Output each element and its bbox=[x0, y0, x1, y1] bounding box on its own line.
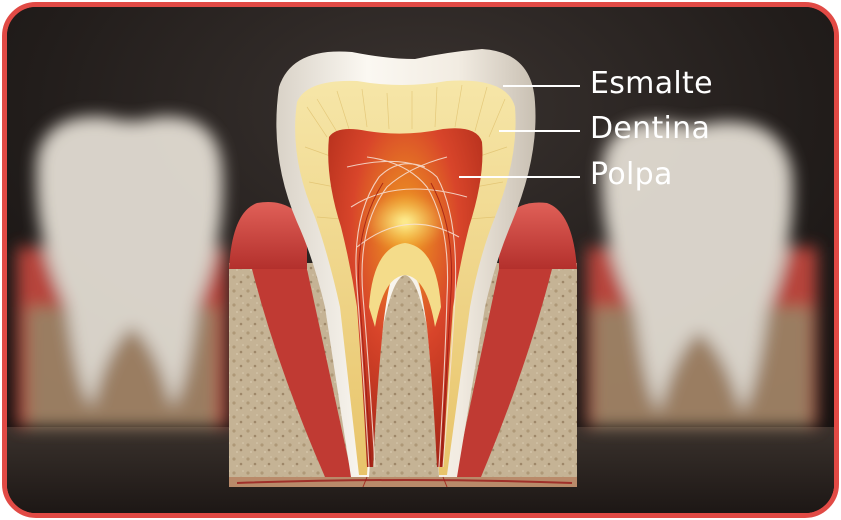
dentin-leader-line bbox=[499, 130, 580, 132]
pulp-leader-line bbox=[459, 176, 580, 178]
enamel-leader-line bbox=[503, 85, 580, 87]
dentin-label: Dentina bbox=[590, 114, 710, 144]
anatomy-labels: Esmalte Dentina Polpa bbox=[7, 7, 834, 513]
pulp-label: Polpa bbox=[590, 160, 673, 190]
enamel-label: Esmalte bbox=[590, 69, 713, 99]
